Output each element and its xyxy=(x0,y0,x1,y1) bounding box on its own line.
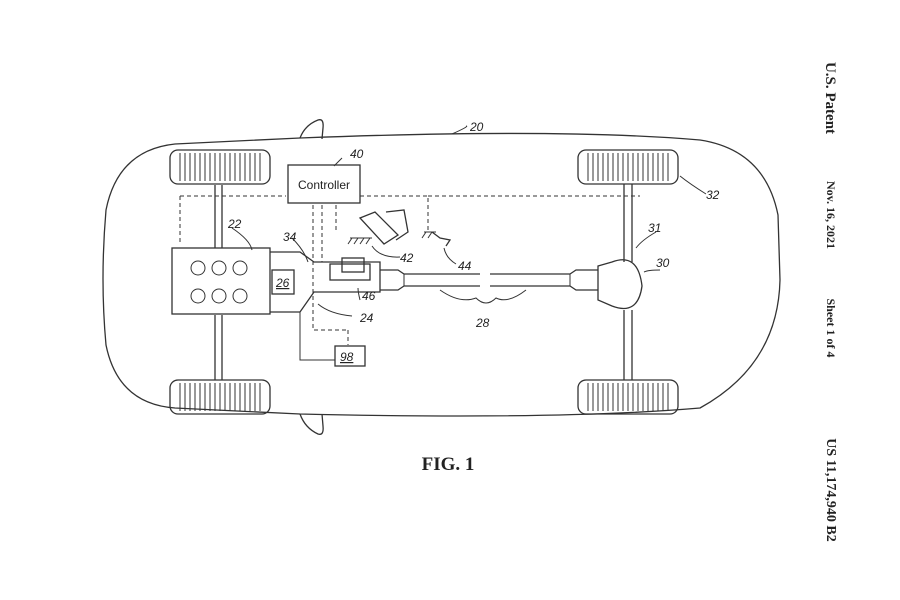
rear-differential xyxy=(597,259,643,310)
sheet-number: Sheet 1 of 4 xyxy=(824,299,838,358)
label-motor: 26 xyxy=(275,276,290,290)
rear-axle xyxy=(623,184,633,380)
publication-label: U.S. Patent xyxy=(822,62,838,134)
label-wheel: 32 xyxy=(706,188,720,202)
figure-caption: FIG. 1 xyxy=(422,454,475,475)
label-driveshaft: 28 xyxy=(475,316,490,330)
patent-header: U.S. Patent Nov. 16, 2021 Sheet 1 of 4 U… xyxy=(822,62,838,542)
front-left-tire xyxy=(169,149,271,185)
label-engine: 22 xyxy=(227,217,242,231)
front-right-tire xyxy=(169,379,271,415)
label-battery: 98 xyxy=(340,350,354,364)
controller-box: Controller xyxy=(287,164,361,204)
rear-right-tire xyxy=(577,379,679,415)
controller-label: Controller xyxy=(298,178,350,192)
label-clutch: 34 xyxy=(283,230,297,244)
clutch-actuator xyxy=(329,257,371,281)
label-differential: 30 xyxy=(656,256,670,270)
battery-box xyxy=(334,345,366,367)
label-controller: 40 xyxy=(350,147,364,161)
label-transmission: 24 xyxy=(359,311,374,325)
label-actuator: 46 xyxy=(362,289,376,303)
engine-block xyxy=(171,247,271,315)
leader-lines xyxy=(231,125,707,317)
driveshaft xyxy=(380,269,598,291)
accelerator-pedal xyxy=(347,209,409,245)
reference-numerals: 20 22 34 40 42 44 26 46 24 28 98 30 31 3… xyxy=(227,120,720,364)
front-axle xyxy=(214,185,223,380)
motor-housing xyxy=(270,251,381,313)
vehicle-body xyxy=(102,119,781,435)
label-accelerator: 42 xyxy=(400,251,414,265)
signal-lines xyxy=(179,195,640,361)
label-rear-axle: 31 xyxy=(648,221,661,235)
label-vehicle: 20 xyxy=(469,120,484,134)
label-brake: 44 xyxy=(458,259,472,273)
brake-pedal xyxy=(421,231,452,247)
rear-left-tire xyxy=(577,149,679,185)
patent-number: US 11,174,940 B2 xyxy=(823,438,838,541)
publication-date: Nov. 16, 2021 xyxy=(824,181,838,249)
